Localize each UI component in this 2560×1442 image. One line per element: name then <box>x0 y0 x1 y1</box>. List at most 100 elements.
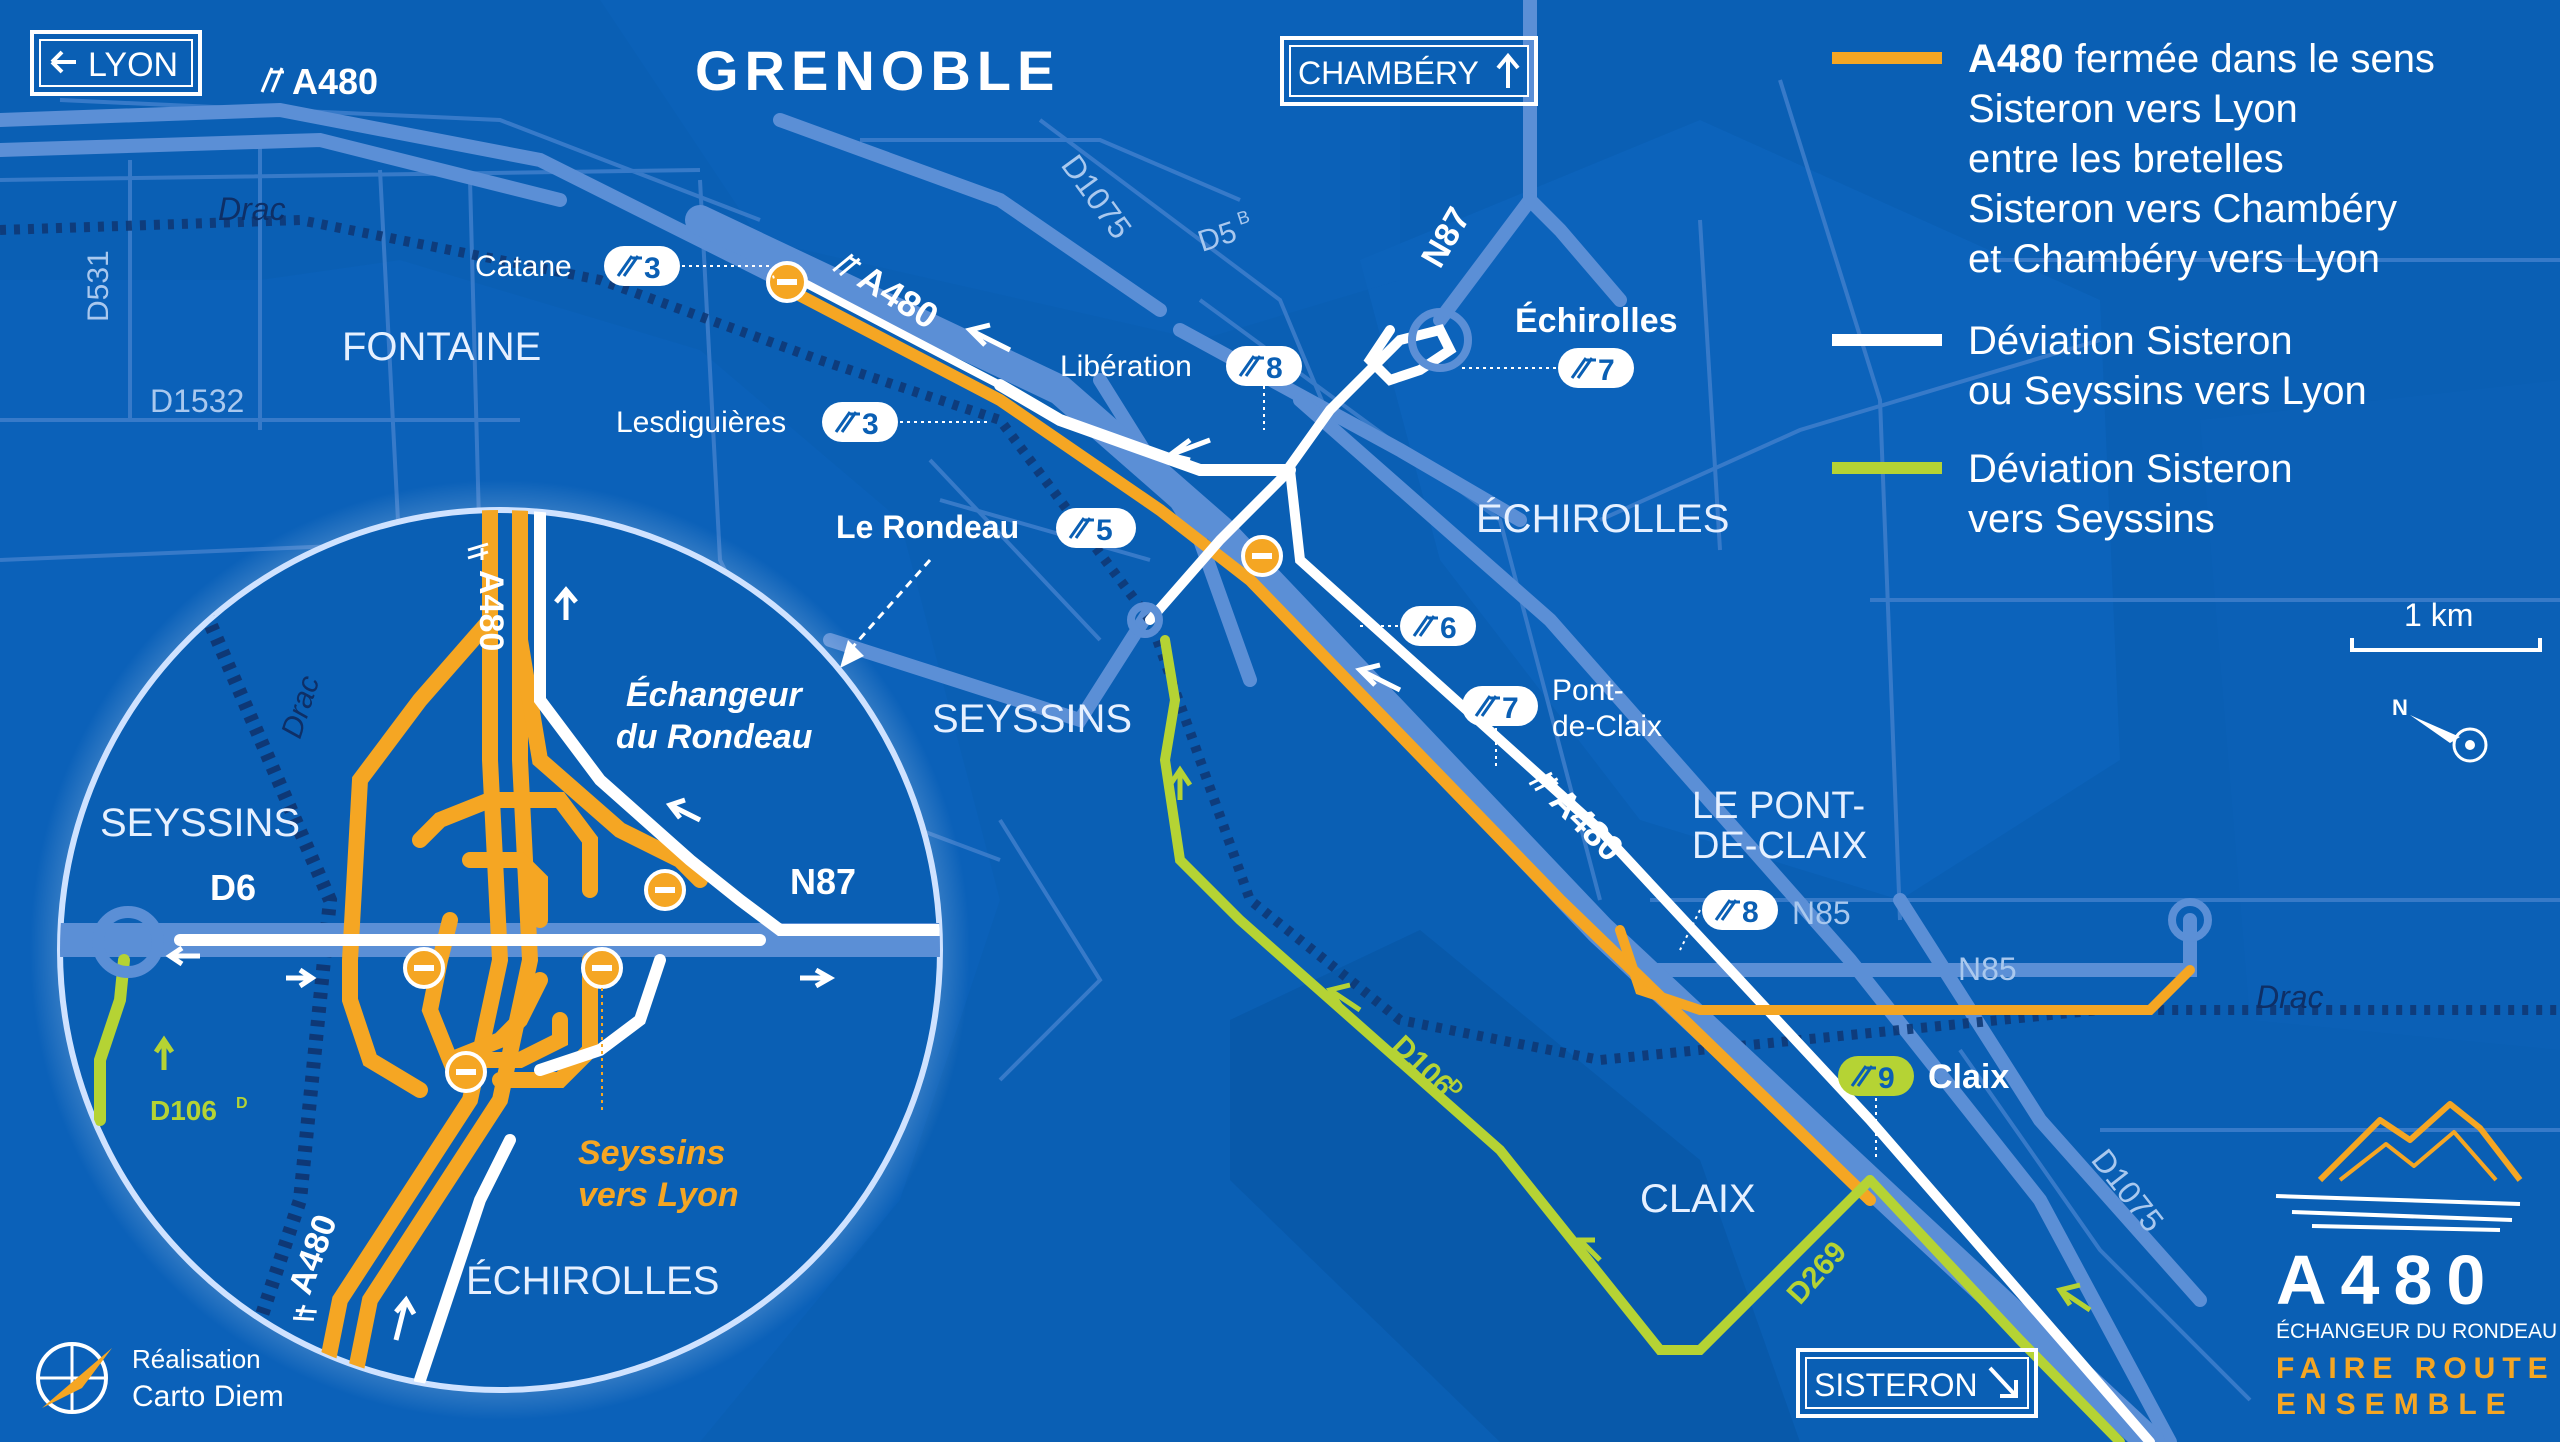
inset-n87: N87 <box>790 861 856 902</box>
place-fontaine: FONTAINE <box>342 325 541 369</box>
d531-label: D531 <box>82 250 115 322</box>
exit-pont-de-claix: 7 Pont- de-Claix <box>1462 674 1662 770</box>
inset-title-line1: Échangeur <box>626 676 803 714</box>
inset-seyssins-lyon2: vers Lyon <box>578 1176 739 1214</box>
credit-label: Réalisation <box>132 1344 261 1374</box>
inset-d6: D6 <box>210 867 256 908</box>
exit-rondeau-num: 5 <box>1096 514 1113 547</box>
legend-white-swatch <box>1832 334 1942 346</box>
exit-catane-num: 3 <box>644 252 661 285</box>
place-labels: FONTAINE ÉCHIROLLES SEYSSINS LE PONT- DE… <box>342 325 1867 1221</box>
inset-seyssins-lyon1: Seyssins <box>578 1134 725 1172</box>
a480-label-top: A480 <box>260 61 378 102</box>
place-pont-line1: LE PONT- <box>1692 785 1865 827</box>
inset-title-line2: du Rondeau <box>616 718 813 756</box>
legend-orange-swatch <box>1832 52 1942 64</box>
exit-lesdiguieres: Lesdiguières 3 <box>616 402 990 442</box>
exit-n85: 8 <box>1679 890 1778 951</box>
inset-d106d: D106 <box>150 1095 217 1126</box>
exit-claix: 9 Claix <box>1838 1056 2009 1160</box>
scale-bar: 1 km <box>2350 597 2542 652</box>
place-claix: CLAIX <box>1640 1177 1756 1221</box>
logo-slogan1: FAIRE ROUTE <box>2276 1352 2555 1385</box>
river-labels: Drac Drac <box>218 191 2324 1015</box>
exit-n85-num: 8 <box>1742 896 1759 929</box>
legend-orange-line2: Sisteron vers Lyon <box>1968 87 2298 131</box>
n85-label-b: N85 <box>1958 951 2017 987</box>
inset-seyssins: SEYSSINS <box>100 801 300 845</box>
legend-green-line2: vers Seyssins <box>1968 497 2215 541</box>
motorway-icon <box>832 253 862 277</box>
sign-lyon: LYON <box>30 30 202 96</box>
closure-marker-rondeau <box>1241 535 1283 577</box>
closure-marker-inset-4 <box>445 1051 487 1093</box>
logo-title: A480 <box>2276 1241 2499 1319</box>
legend-white-line1: Déviation Sisteron <box>1968 319 2293 363</box>
exit-rondeau: Le Rondeau 5 <box>836 508 1136 668</box>
exit-pont-num: 7 <box>1502 692 1519 725</box>
legend-green-line1: Déviation Sisteron <box>1968 447 2293 491</box>
legend-orange-rest: fermée dans le sens <box>2064 37 2435 81</box>
inset-echirolles: ÉCHIROLLES <box>466 1258 719 1303</box>
logo-slogan2: ENSEMBLE <box>2276 1388 2515 1421</box>
legend-orange-bold: A480 <box>1968 37 2064 81</box>
closure-marker-catane <box>766 261 808 303</box>
legend: A480 fermée dans le sens Sisteron vers L… <box>1832 37 2435 541</box>
exit-echirolles-name: Échirolles <box>1515 302 1678 340</box>
closure-marker-inset-1 <box>644 869 686 911</box>
exit-claix-name: Claix <box>1928 1058 2009 1096</box>
svg-text:N: N <box>2392 695 2408 720</box>
legend-green-swatch <box>1832 462 1942 474</box>
d5b-sup: B <box>1235 206 1253 229</box>
exit-echirolles: Échirolles 7 <box>1460 302 1678 388</box>
place-echirolles: ÉCHIROLLES <box>1476 496 1729 541</box>
inset-a480-top: A480 <box>472 570 510 651</box>
exit-liberation-num: 8 <box>1266 352 1283 385</box>
legend-white-line2: ou Seyssins vers Lyon <box>1968 369 2367 413</box>
n85-label-a: N85 <box>1792 895 1851 931</box>
arrow-up-icon <box>1496 52 1520 88</box>
legend-orange-line4: Sisteron vers Chambéry <box>1968 187 2397 231</box>
sign-sisteron: SISTERON <box>1796 1348 2038 1418</box>
drac-label-top: Drac <box>218 191 286 227</box>
legend-orange-line5: et Chambéry vers Lyon <box>1968 237 2380 281</box>
exit-badges: Catane 3 Lesdiguières 3 Libération 8 Éch… <box>475 246 2009 1160</box>
inset-zoom: SEYSSINS D6 N87 A480 A480 Drac Échangeur… <box>30 480 970 1420</box>
exit-lesdiguieres-name: Lesdiguières <box>616 406 786 439</box>
place-pont-line2: DE-CLAIX <box>1692 825 1867 867</box>
motorway-icon <box>1528 771 1559 792</box>
sign-lyon-label: LYON <box>88 46 178 84</box>
closure-marker-inset-2 <box>403 947 445 989</box>
carto-diem-logo-icon <box>36 1342 112 1414</box>
exit-pont-name1: Pont- <box>1552 674 1624 707</box>
drac-label-right: Drac <box>2256 979 2324 1015</box>
exit-6: 6 <box>1356 606 1476 646</box>
scale-label: 1 km <box>2404 597 2473 633</box>
motorway-icon <box>260 67 284 93</box>
exit-rondeau-name: Le Rondeau <box>836 509 1019 545</box>
place-seyssins: SEYSSINS <box>932 697 1132 741</box>
a480-top-label: A480 <box>292 61 378 102</box>
major-roads <box>0 0 2207 1442</box>
exit-pont-name2: de-Claix <box>1552 710 1662 743</box>
map-title: GRENOBLE <box>695 39 1060 102</box>
exit-6-num: 6 <box>1440 612 1457 645</box>
direction-arrows <box>965 322 2092 1313</box>
d1532-label: D1532 <box>150 383 244 419</box>
exit-claix-num: 9 <box>1878 1062 1895 1095</box>
inset-d106d-sup: D <box>236 1095 248 1112</box>
credit: Réalisation Carto Diem <box>36 1342 284 1414</box>
exit-catane-name: Catane <box>475 250 572 283</box>
exit-lesdiguieres-num: 3 <box>862 408 879 441</box>
arrow-down-right-icon <box>1988 1366 2018 1398</box>
arrow-left-icon <box>50 50 76 74</box>
legend-orange-line3: entre les bretelles <box>1968 137 2284 181</box>
sign-chambery: CHAMBÉRY <box>1280 36 1538 106</box>
exit-liberation-name: Libération <box>1060 350 1192 383</box>
credit-author: Carto Diem <box>132 1380 284 1413</box>
exit-catane: Catane 3 <box>475 246 776 286</box>
closure-marker-inset-3 <box>581 947 623 989</box>
a480-logo: A480 ÉCHANGEUR DU RONDEAU FAIRE ROUTE EN… <box>2275 1101 2557 1421</box>
green-deviation <box>1159 635 2125 1442</box>
